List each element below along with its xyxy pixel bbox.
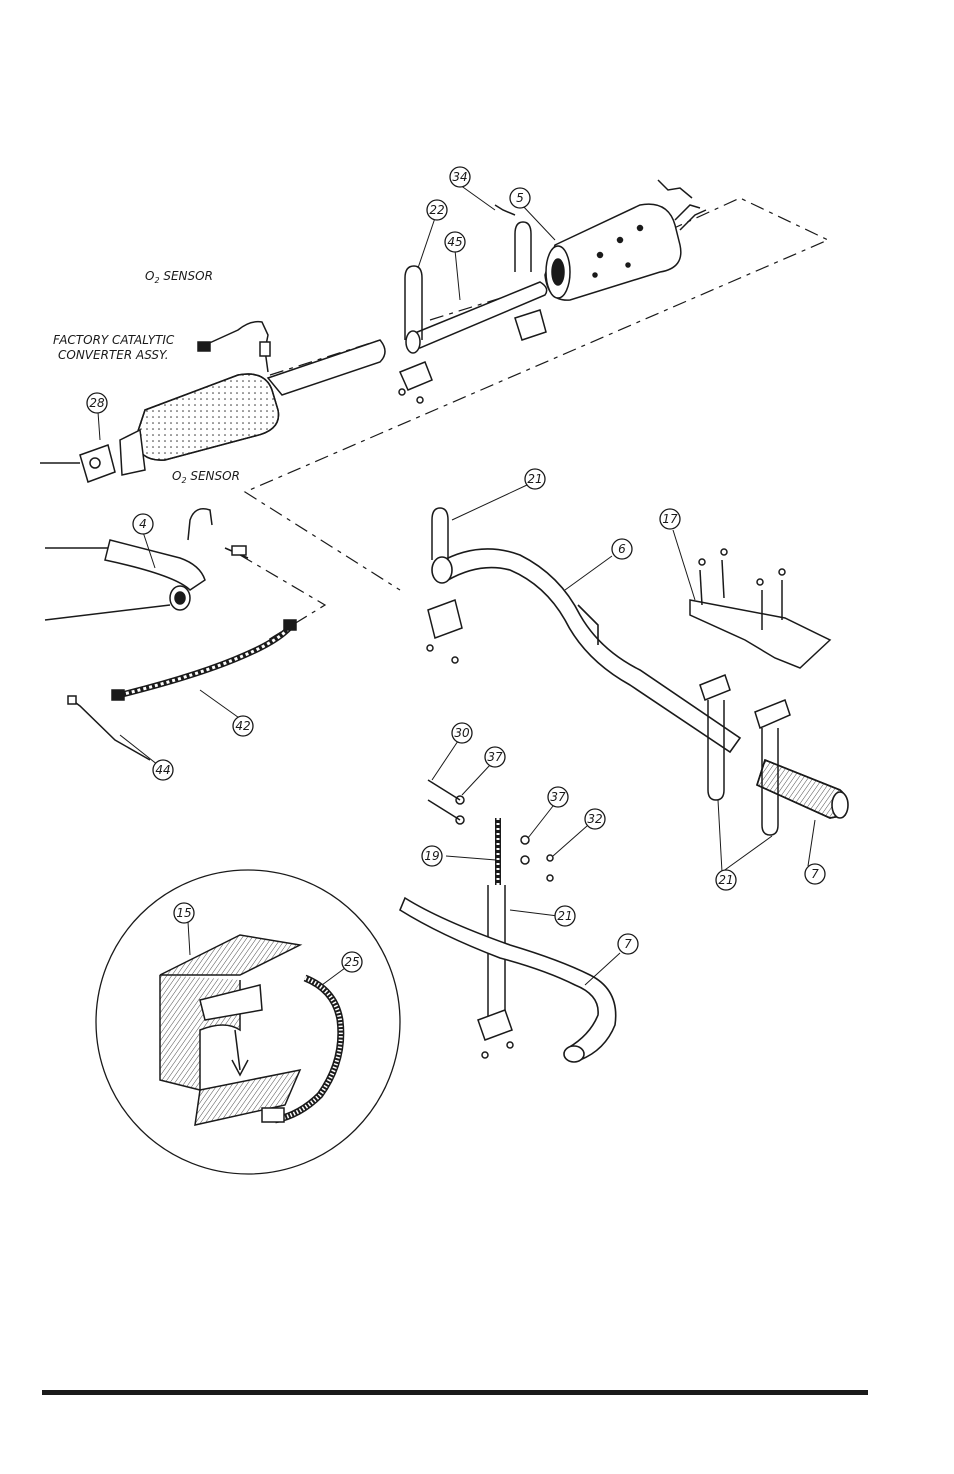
callout-6: 6: [612, 539, 632, 559]
callout-21-right: 21: [716, 870, 736, 890]
tailpipe-7-right: [757, 760, 848, 818]
callout-15-text: 15: [176, 906, 191, 920]
callout-45: 45: [445, 232, 465, 252]
callout-32-text: 32: [587, 812, 602, 826]
callout-21-middle: 21: [555, 906, 575, 926]
pipe-6: [432, 549, 740, 752]
callout-19-text: 19: [424, 849, 439, 863]
callout-34: 34: [450, 167, 470, 187]
catalytic-label-line2: CONVERTER ASSY.: [58, 348, 169, 362]
svg-text:O2 SENSOR: O2 SENSOR: [172, 469, 240, 485]
callout-28: 28: [87, 393, 107, 413]
page-footer-rule: [42, 1390, 868, 1395]
callout-42: 42: [233, 716, 253, 736]
hose-42: [112, 620, 296, 700]
callout-44: 44: [153, 760, 173, 780]
callout-5-text: 5: [516, 191, 524, 205]
strap-44: [68, 696, 150, 760]
callout-21c-text: 21: [718, 873, 733, 887]
callout-6-text: 6: [618, 542, 626, 556]
callout-21-upper: 21: [525, 469, 545, 489]
callout-17: 17: [660, 509, 680, 529]
detail-inset: [96, 870, 400, 1174]
callout-25: 25: [342, 952, 362, 972]
callout-42-text: 42: [235, 719, 250, 733]
callout-32: 32: [585, 809, 605, 829]
callout-30: 30: [452, 723, 472, 743]
callout-37-upper: 37: [485, 747, 505, 767]
callout-28-text: 28: [89, 396, 105, 410]
callout-5: 5: [510, 188, 530, 208]
o2-sensor-label-top: O2 SENSOR: [145, 269, 213, 285]
o2-top-suffix: SENSOR: [160, 269, 213, 283]
callout-7-right: 7: [805, 864, 825, 884]
callout-45-text: 45: [447, 235, 462, 249]
callout-44-text: 44: [155, 763, 170, 777]
o2-sensor-middle: [225, 546, 248, 558]
callout-4-text: 4: [139, 517, 147, 531]
callout-30-text: 30: [454, 726, 470, 740]
callout-7b-text: 7: [624, 937, 632, 951]
o2-top-prefix: O: [145, 269, 154, 283]
callout-15: 15: [174, 903, 194, 923]
o2-sensor-label-mid: O2 SENSOR: [172, 469, 240, 485]
hanger-21-upper: [427, 508, 462, 663]
callout-22-text: 22: [429, 203, 444, 217]
callout-22: 22: [427, 200, 447, 220]
pipe-4: [45, 509, 212, 620]
callout-25-text: 25: [344, 955, 359, 969]
callout-leaders: [98, 185, 815, 985]
callout-4: 4: [133, 514, 153, 534]
callout-7-lower: 7: [618, 934, 638, 954]
hanger-34: [495, 205, 546, 340]
tailpipe-7-lower: [400, 898, 616, 1062]
callout-21a-text: 21: [527, 472, 542, 486]
callout-34-text: 34: [452, 170, 467, 184]
callout-37-lower: 37: [548, 787, 568, 807]
o2-mid-suffix: SENSOR: [187, 469, 240, 483]
catalytic-label-line1: FACTORY CATALYTIC: [53, 333, 175, 347]
o2-sensor-top: [198, 322, 270, 372]
callout-7a-text: 7: [811, 867, 819, 881]
muffler-assembly: [545, 180, 706, 300]
catalytic-label: FACTORY CATALYTIC CONVERTER ASSY.: [53, 333, 175, 362]
svg-text:O2 SENSOR: O2 SENSOR: [145, 269, 213, 285]
callout-37b-text: 37: [550, 790, 566, 804]
callout-17-text: 17: [662, 512, 678, 526]
callout-19: 19: [422, 846, 442, 866]
callout-37a-text: 37: [487, 750, 503, 764]
callout-21b-text: 21: [557, 909, 572, 923]
o2-mid-prefix: O: [172, 469, 181, 483]
